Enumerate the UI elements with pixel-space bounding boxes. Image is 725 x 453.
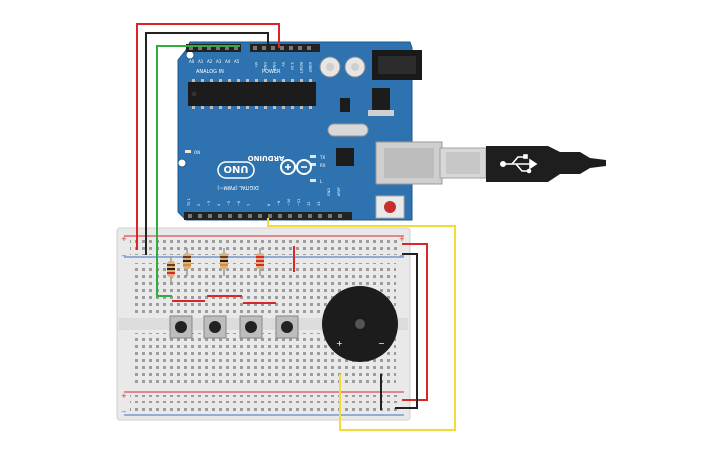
svg-text:3.3V: 3.3V — [290, 62, 294, 71]
svg-text:A2: A2 — [207, 59, 213, 64]
svg-text:~3: ~3 — [207, 201, 211, 206]
svg-text:4: 4 — [217, 203, 221, 206]
pushbutton[interactable] — [169, 315, 193, 339]
power-header — [250, 44, 320, 52]
arduino-model: UNO — [224, 163, 249, 174]
wire-a0-green — [156, 45, 240, 297]
svg-text:−: − — [121, 252, 127, 260]
wire-5v-red — [136, 23, 280, 250]
svg-text:+: + — [121, 392, 127, 400]
svg-text:A4: A4 — [225, 59, 231, 64]
svg-text:GND: GND — [327, 188, 331, 196]
resistor — [167, 256, 175, 285]
svg-text:+: + — [121, 235, 127, 243]
svg-text:~5: ~5 — [227, 201, 231, 206]
svg-text:2: 2 — [197, 204, 201, 206]
svg-text:7: 7 — [247, 204, 251, 206]
pushbutton[interactable] — [275, 315, 299, 339]
usb-cable — [439, 146, 606, 182]
arduino-board: ANALOG IN POWER A0 A1 A2 A3 A4 A5 IOREF … — [177, 41, 422, 221]
svg-text:12: 12 — [307, 202, 311, 206]
usb-connector — [375, 141, 443, 185]
svg-text:TX: TX — [319, 155, 325, 160]
svg-text:A0: A0 — [189, 59, 195, 64]
led-on — [185, 150, 191, 153]
arduino-logo-icon — [280, 159, 312, 175]
svg-text:+: + — [399, 235, 405, 243]
svg-text:Vin: Vin — [254, 62, 258, 68]
svg-text:GND: GND — [263, 62, 267, 70]
svg-text:ON: ON — [194, 150, 200, 155]
digital-pin-labels: AREF GND 13 12 ~11 ~10 ~9 8 7 ~6 ~5 4 ~3… — [187, 187, 341, 207]
rail-bridge-red — [402, 243, 428, 401]
analog-in-label: ANALOG IN — [196, 69, 224, 75]
svg-text:A5: A5 — [234, 59, 240, 64]
led-l — [310, 179, 316, 182]
svg-text:~9: ~9 — [277, 201, 281, 206]
svg-text:−: − — [399, 252, 405, 260]
crystal — [327, 123, 369, 137]
resistor — [256, 248, 264, 276]
usb-icon — [499, 154, 538, 174]
wire-signal-yellow — [267, 218, 456, 431]
svg-text:~6: ~6 — [237, 201, 241, 206]
svg-text:RESET: RESET — [299, 62, 303, 74]
digital-pwm-label: DIGITAL (PWM~) — [217, 184, 259, 190]
wire-gnd-black — [145, 32, 269, 255]
rail-bridge-black — [380, 253, 418, 410]
svg-text:~11: ~11 — [297, 199, 301, 206]
svg-text:GND: GND — [272, 62, 276, 70]
svg-text:A1: A1 — [198, 59, 204, 64]
power-label: POWER — [262, 69, 281, 75]
svg-text:TX 1: TX 1 — [187, 198, 191, 207]
led-tx — [310, 155, 316, 158]
svg-text:5V: 5V — [281, 62, 285, 67]
buzzer-minus-label: − — [378, 339, 385, 348]
resistor — [220, 248, 228, 276]
svg-text:L: L — [320, 179, 323, 184]
pushbutton[interactable] — [203, 315, 227, 339]
led-rx — [310, 163, 316, 166]
svg-text:8: 8 — [267, 204, 271, 206]
arduino-brand: ARDUINO — [248, 154, 285, 162]
power-pin-labels: IOREF RESET 3.3V 5V GND GND Vin — [254, 62, 312, 74]
jumper-wires-red — [172, 246, 295, 304]
svg-text:RX: RX — [320, 163, 326, 168]
analog-pin-labels: A0 A1 A2 A3 A4 A5 — [189, 59, 240, 64]
analog-header — [186, 44, 241, 52]
piezo-buzzer: + − — [322, 286, 398, 362]
svg-text:IOREF: IOREF — [308, 62, 312, 72]
svg-text:A3: A3 — [216, 59, 222, 64]
pushbutton[interactable] — [239, 315, 263, 339]
buzzer-plus-label: + — [336, 339, 343, 348]
resistor — [183, 248, 191, 276]
svg-text:−: − — [121, 408, 127, 416]
atmega-chip — [188, 82, 316, 106]
svg-text:AREF: AREF — [337, 187, 341, 196]
svg-text:~10: ~10 — [287, 199, 291, 206]
svg-text:13: 13 — [317, 202, 321, 206]
